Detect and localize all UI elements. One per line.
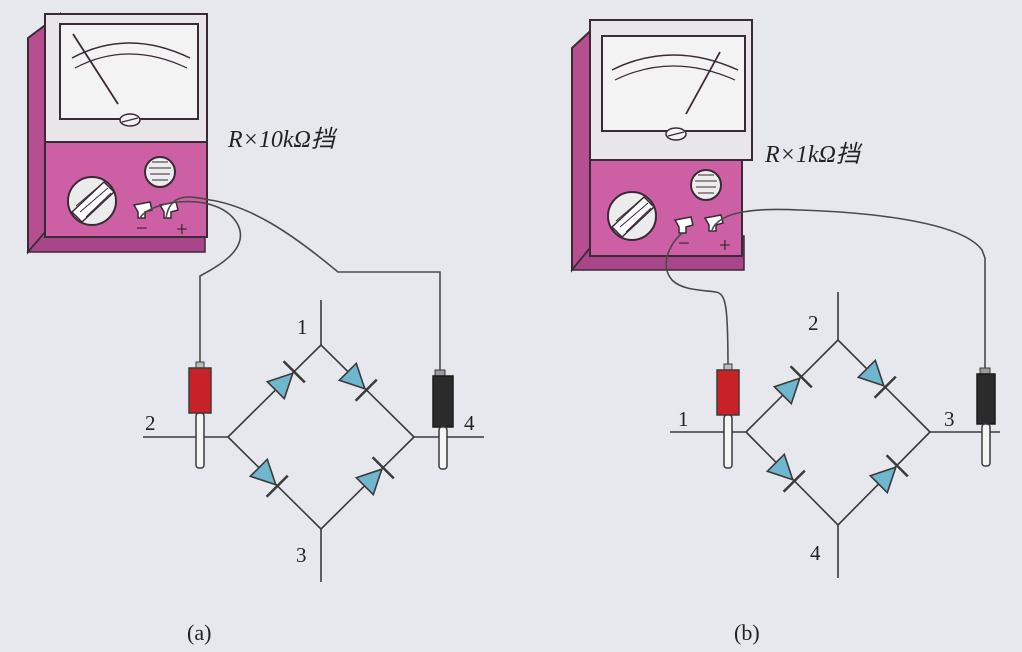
probe-b-black xyxy=(976,367,996,467)
meter-b-terminal-plus[interactable] xyxy=(703,214,724,232)
node-a-right-label: 4 xyxy=(464,411,475,435)
node-a-top-label: 1 xyxy=(297,315,308,339)
node-b-left-label: 1 xyxy=(678,407,689,431)
meter-b-zero-screw-slot xyxy=(667,131,685,137)
meter-b-scale-arc-2 xyxy=(614,65,736,81)
wire-b-black xyxy=(711,208,986,372)
multimeter-b: − + xyxy=(570,19,753,273)
diode-a-4 xyxy=(354,456,395,497)
range-label-a: R×10kΩ挡 xyxy=(227,126,338,153)
probe-a-red xyxy=(188,361,212,469)
meter-b-display xyxy=(601,35,746,132)
meter-b-needle xyxy=(685,51,721,115)
diode-a-1 xyxy=(265,360,306,401)
wire-b-red xyxy=(665,232,729,371)
diode-b-2 xyxy=(856,358,897,399)
node-b-right-label: 3 xyxy=(944,407,955,431)
meter-b-plus-label: + xyxy=(719,233,731,257)
panel-a: − + R×10kΩ挡 xyxy=(26,12,484,645)
meter-b-terminal-minus[interactable] xyxy=(673,216,694,234)
node-a-left-label: 2 xyxy=(145,411,156,435)
range-label-b: R×1kΩ挡 xyxy=(764,141,863,168)
diode-a-3 xyxy=(248,457,289,498)
diode-b-3 xyxy=(765,452,806,493)
node-a-bottom-label: 3 xyxy=(296,543,307,567)
meter-b-range-knob[interactable] xyxy=(607,191,657,241)
caption-b: (b) xyxy=(734,620,760,645)
diode-b-4 xyxy=(868,454,909,495)
meter-a-plus-label: + xyxy=(176,217,188,241)
wire-a-red xyxy=(139,200,242,362)
meter-a-minus-label: − xyxy=(136,216,148,240)
multimeter-a: − + xyxy=(26,12,208,255)
meter-a-body xyxy=(44,141,208,238)
meter-a-terminal-plus[interactable] xyxy=(158,201,179,219)
probe-a-black xyxy=(432,369,454,470)
meter-a-zero-screw-slot xyxy=(121,117,139,123)
diode-b-1 xyxy=(772,365,813,406)
meter-a-ohm-adjust-knob[interactable] xyxy=(144,156,176,188)
meter-a-range-knob[interactable] xyxy=(67,176,117,226)
meter-a-terminal-minus[interactable] xyxy=(132,201,153,219)
meter-a-needle xyxy=(72,33,119,105)
panel-b: − + R×1kΩ挡 xyxy=(570,19,1000,645)
node-b-bottom-label: 4 xyxy=(810,541,821,565)
diode-a-2 xyxy=(337,361,378,402)
bridge-circuit-b xyxy=(670,292,1000,578)
meter-a-scale-arc-2 xyxy=(74,53,188,69)
meter-a-display xyxy=(59,23,199,120)
wire-a-black xyxy=(165,196,441,372)
node-b-top-label: 2 xyxy=(808,311,819,335)
meter-b-minus-label: − xyxy=(678,231,690,255)
caption-a: (a) xyxy=(187,620,211,645)
meter-b-scale-arc xyxy=(611,54,739,71)
probe-b-red xyxy=(716,363,740,469)
meter-b-ohm-adjust-knob[interactable] xyxy=(690,169,722,201)
bridge-circuit-a xyxy=(143,300,484,582)
